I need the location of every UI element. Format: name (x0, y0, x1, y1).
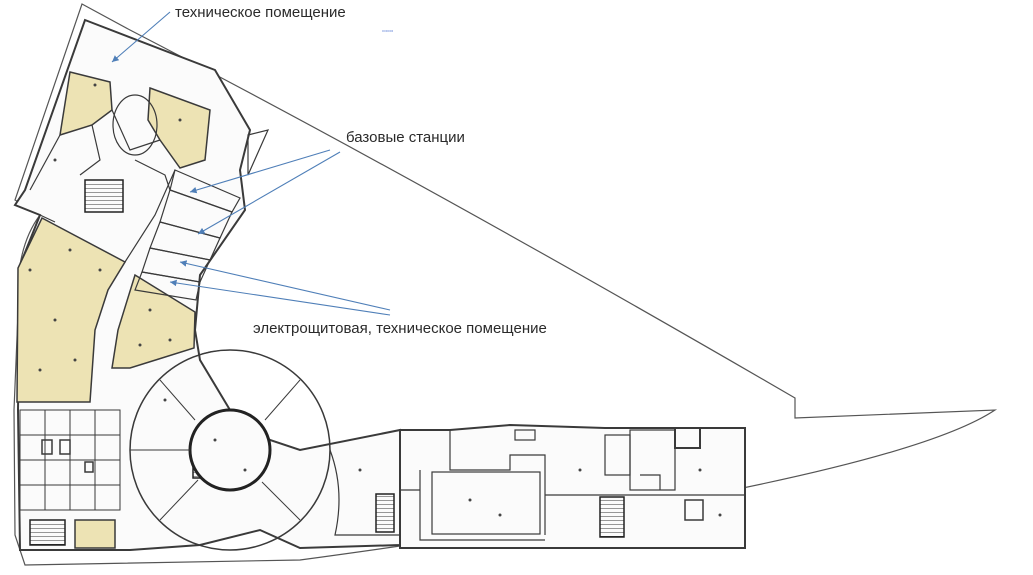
atrium-inner (188, 408, 272, 492)
arrow-technical-room (111, 11, 171, 63)
stair-core-4 (599, 496, 625, 538)
label-base-stations: базовые станции (346, 129, 465, 146)
arrow-electrical-1 (179, 260, 391, 311)
arrow-base-station-2 (197, 151, 341, 235)
tech-rooms (134, 169, 241, 301)
arrow-electrical-2 (169, 279, 391, 316)
room-office-3 (16, 216, 127, 403)
room-office-4 (111, 273, 196, 369)
stair-core-3 (375, 493, 395, 533)
room-office-1 (59, 71, 113, 137)
outer-boundary (13, 3, 998, 566)
plan-stamp: ▭▭▭ (382, 28, 394, 33)
callout-arrows (111, 11, 391, 316)
arrow-base-station-1 (189, 149, 331, 194)
room-office-2 (147, 86, 211, 169)
label-technical-room: техническое помещение (175, 4, 346, 21)
stair-core-1 (84, 179, 124, 213)
room-office-5 (74, 519, 116, 549)
label-electrical-room: электрощитовая, техническое помещение (253, 320, 547, 337)
stair-core-5 (29, 519, 66, 546)
building-right-wing (399, 423, 746, 549)
